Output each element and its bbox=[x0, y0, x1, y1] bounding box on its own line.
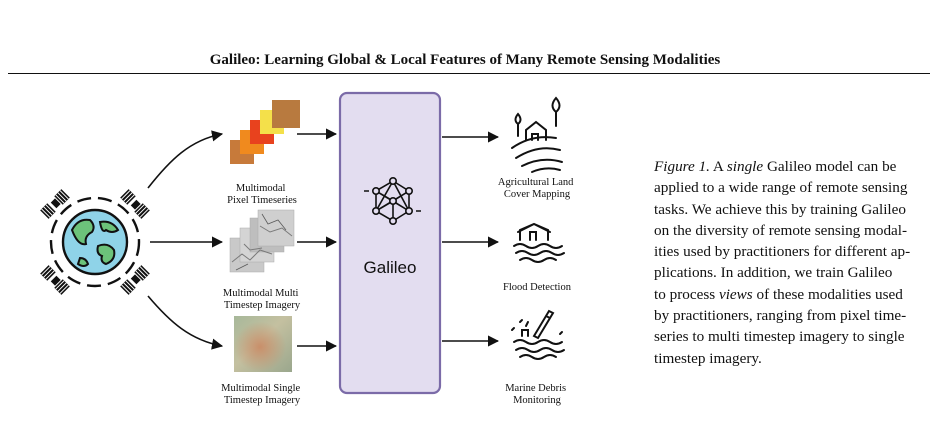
galileo-model-label: Galileo bbox=[364, 258, 417, 277]
bottle-in-waves-icon bbox=[511, 309, 565, 360]
neural-network-icon bbox=[364, 177, 421, 226]
caption-line: Figure 1. A single Galileo model can be bbox=[654, 158, 897, 175]
caption-line: timestep imagery. bbox=[654, 349, 762, 367]
pixel-timeseries-image bbox=[230, 100, 300, 164]
caption-figure-label: Figure 1. bbox=[654, 158, 710, 175]
caption-line: plications. In addition, we train Galile… bbox=[654, 264, 893, 282]
running-title: Galileo: Learning Global & Local Feature… bbox=[209, 52, 721, 68]
figure-caption: Figure 1. A single Galileo model can be … bbox=[654, 156, 930, 369]
earth-with-satellites-icon bbox=[40, 189, 150, 295]
caption-line: to process views of these modalities use… bbox=[654, 285, 903, 303]
input-label-pixel-timeseries: Multimodal Pixel Timeseries bbox=[227, 183, 297, 206]
caption-line: tasks. We achieve this by training Galil… bbox=[654, 200, 906, 218]
arrow-earth-to-pixel-timeseries bbox=[147, 130, 224, 189]
multi-timestep-imagery-image bbox=[229, 209, 295, 273]
flooded-house-icon bbox=[513, 222, 565, 263]
output-label-flood: Flood Detection bbox=[503, 282, 572, 293]
caption-line: ities used by practitioners for differen… bbox=[654, 243, 911, 261]
title-rule bbox=[8, 73, 930, 74]
output-label-agriculture: Agricultural Land Cover Mapping bbox=[498, 177, 576, 200]
figure-diagram: Multimodal Pixel Timeseries Multimodal M… bbox=[40, 91, 576, 406]
galileo-model-box bbox=[338, 91, 442, 395]
caption-line: on the diversity of remote sensing modal… bbox=[654, 221, 908, 239]
input-label-multi-timestep: Multimodal Multi Timestep Imagery bbox=[223, 288, 301, 311]
farm-field-icon bbox=[511, 96, 563, 173]
output-label-marine-debris: Marine Debris Monitoring bbox=[505, 383, 569, 406]
input-label-single-timestep: Multimodal Single Timestep Imagery bbox=[221, 383, 303, 406]
single-timestep-imagery-image bbox=[234, 316, 292, 372]
arrow-earth-to-single-timestep bbox=[147, 295, 224, 350]
caption-line: applied to a wide range of remote sensin… bbox=[654, 179, 908, 197]
caption-line: by practitioners, ranging from pixel tim… bbox=[654, 307, 907, 325]
caption-line: series to multi timestep imagery to sing… bbox=[654, 328, 905, 346]
